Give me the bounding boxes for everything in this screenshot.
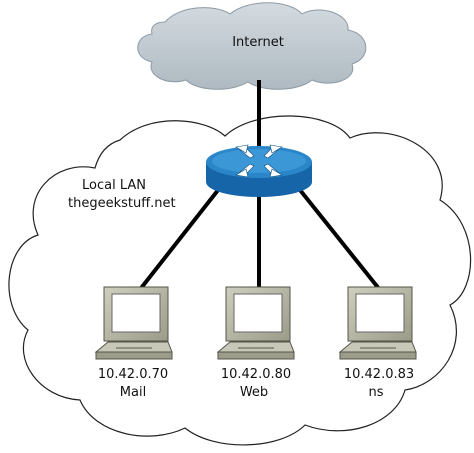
link-router-mail — [136, 183, 224, 294]
lan-name-label: Local LAN — [82, 178, 146, 193]
desktop-computer-icon — [216, 286, 295, 360]
host-ip-label: 10.42.0.83 — [343, 367, 415, 382]
lan-domain-label: thegeekstuff.net — [68, 196, 176, 211]
link-router-ns — [294, 183, 382, 292]
computer-web[interactable] — [216, 286, 295, 360]
computer-ns[interactable] — [338, 286, 417, 360]
host-ip-label: 10.42.0.70 — [97, 367, 169, 382]
router-icon[interactable] — [206, 144, 312, 197]
desktop-computer-icon — [94, 286, 173, 360]
desktop-computer-icon — [338, 286, 417, 360]
host-name-label: Mail — [119, 385, 147, 400]
host-name-label: Web — [239, 385, 269, 400]
internet-label: Internet — [232, 35, 284, 50]
host-ip-label: 10.42.0.80 — [220, 367, 292, 382]
computer-mail[interactable] — [94, 286, 173, 360]
internet-cloud — [137, 2, 367, 90]
host-name-label: ns — [368, 385, 384, 400]
lan-cloud-outline — [8, 115, 472, 446]
